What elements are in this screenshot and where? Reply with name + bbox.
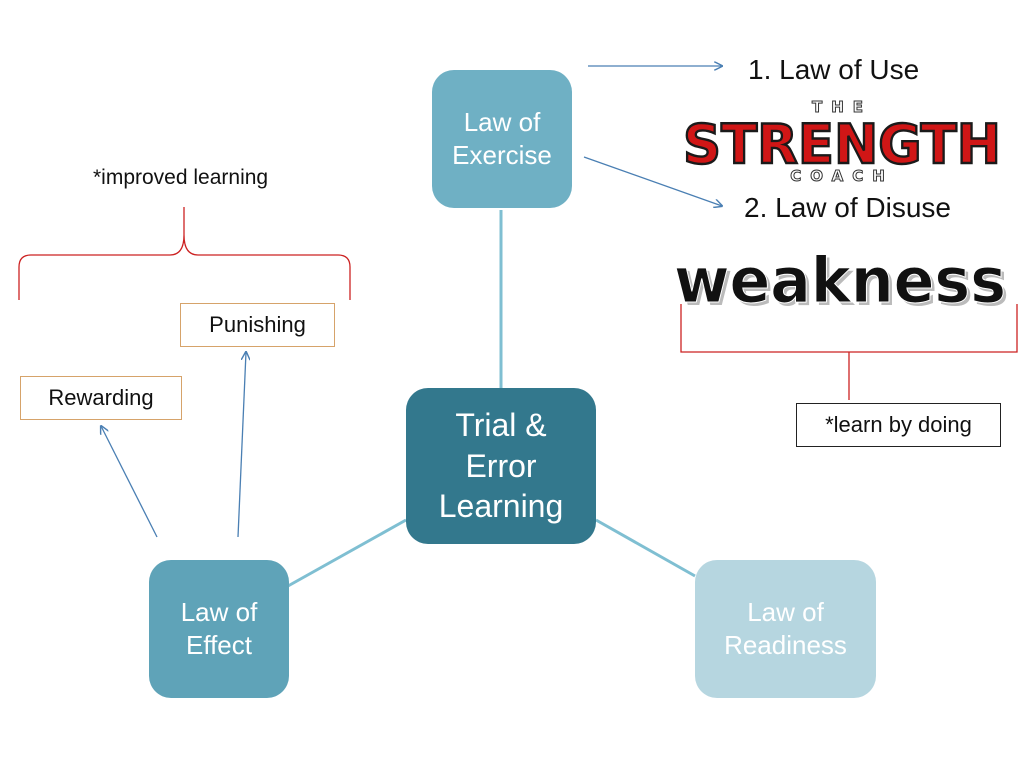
law-of-effect-node: Law of Effect xyxy=(149,560,289,698)
law-of-exercise-node: Law of Exercise xyxy=(432,70,572,208)
arrow-exercise-to-disuse xyxy=(583,156,722,206)
punishing-box: Punishing xyxy=(180,303,335,347)
law-of-use-label: 1. Law of Use xyxy=(748,54,920,85)
strength-coach-logo-icon: THE STRENGTH COACH xyxy=(682,98,1002,186)
improved-learning-bracket xyxy=(18,207,351,300)
connector-center-readiness xyxy=(595,518,696,578)
law-of-readiness-node: Law of Readiness xyxy=(695,560,876,698)
connector-center-effect xyxy=(287,518,407,588)
law-of-disuse-label: 2. Law of Disuse xyxy=(744,192,951,223)
logo-main-word: STRENGTH xyxy=(683,113,1001,176)
arrow-effect-to-rewarding xyxy=(101,426,158,538)
trial-error-learning-node: Trial & Error Learning xyxy=(406,388,596,544)
learn-by-doing-bracket xyxy=(680,304,1018,400)
logo-top-word: THE xyxy=(812,98,872,116)
improved-learning-note: *improved learning xyxy=(93,166,269,189)
arrow-effect-to-punishing xyxy=(237,352,246,538)
weakness-word: weakness xyxy=(674,244,1006,310)
weakness-word-shadow: weakness xyxy=(677,247,1009,310)
learn-by-doing-box: *learn by doing xyxy=(796,403,1001,447)
rewarding-box: Rewarding xyxy=(20,376,182,420)
logo-bottom-word: COACH xyxy=(790,167,894,185)
weakness-wordart-icon: weakness weakness xyxy=(674,244,1010,311)
